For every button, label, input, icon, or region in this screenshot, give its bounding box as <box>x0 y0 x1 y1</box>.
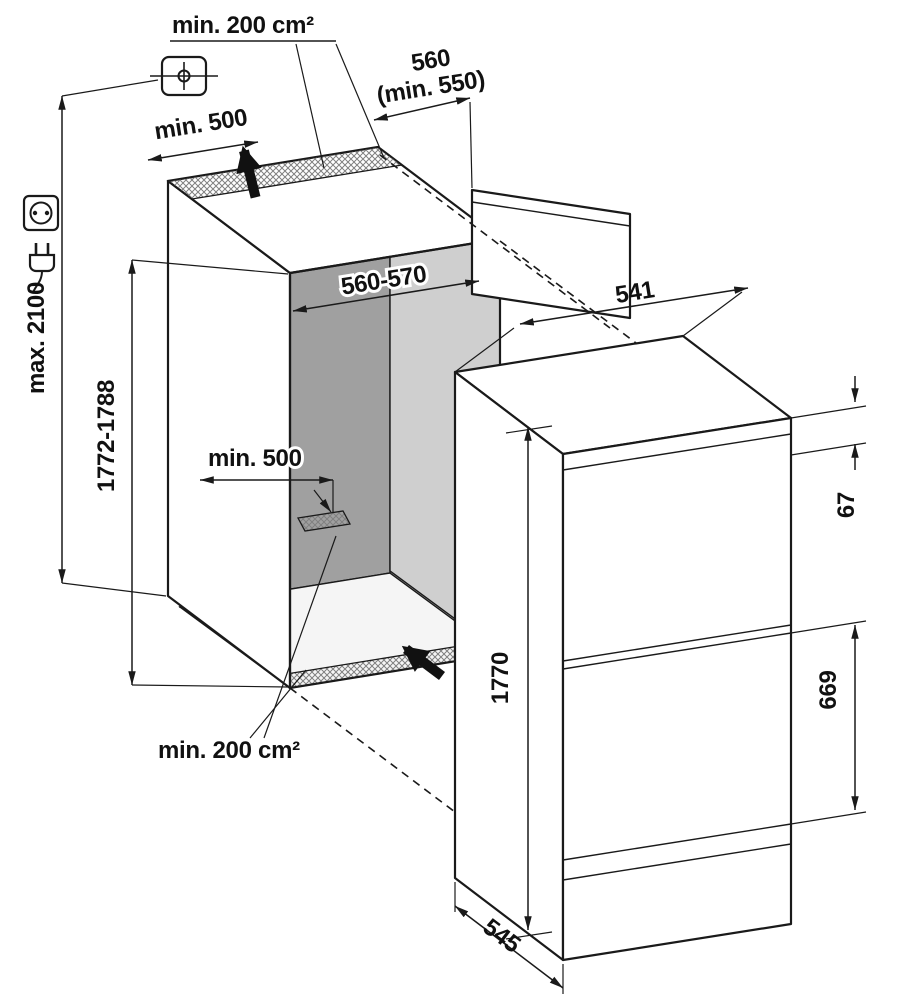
plug-icon <box>28 243 56 294</box>
dim-lower-door: 669 <box>790 620 867 825</box>
top-air-duct-label: min. 500 <box>152 104 249 145</box>
door-top-line <box>562 433 792 471</box>
junction-box-icon <box>150 55 218 97</box>
lower-door-label: 669 <box>815 670 842 709</box>
label-bottom-vent: min. 200 cm² <box>158 535 337 764</box>
top-vent-strip <box>166 146 404 200</box>
socket-icon <box>22 194 60 232</box>
dim-niche-height: 1772-1788 <box>93 259 289 688</box>
appliance-height-label: 1770 <box>487 652 514 704</box>
bottom-vent-label: min. 200 cm² <box>158 737 300 764</box>
niche-height-label: 1772-1788 <box>93 380 120 492</box>
dim-max-installation-height: max. 2100 <box>23 79 167 597</box>
base-air-duct-label: min. 500 <box>208 445 302 472</box>
appliance-front-face <box>561 416 793 962</box>
side-panel-edge <box>471 201 631 227</box>
door-gap-lower-line <box>562 632 792 670</box>
dim-upper-section: 67 <box>790 376 867 518</box>
base-spacer-strip <box>296 510 352 532</box>
appliance-width-label: 541 <box>613 276 656 309</box>
dim-base-air-duct: min. 500 <box>199 442 334 513</box>
dim-appliance-height: 1770 <box>484 425 553 940</box>
airflow-in-arrow-icon <box>401 645 445 680</box>
appliance <box>453 334 793 962</box>
label-top-vent: min. 200 cm² <box>170 12 385 169</box>
max-height-label: max. 2100 <box>23 282 50 394</box>
top-vent-label: min. 200 cm² <box>172 12 314 39</box>
door-bottom-line <box>562 823 792 861</box>
furniture-depth-label: 560 <box>409 44 452 77</box>
base-line <box>562 843 792 881</box>
door-gap-upper-line <box>562 624 792 662</box>
dim-appliance-width: 541 <box>454 276 749 373</box>
upper-section-label: 67 <box>833 492 860 518</box>
